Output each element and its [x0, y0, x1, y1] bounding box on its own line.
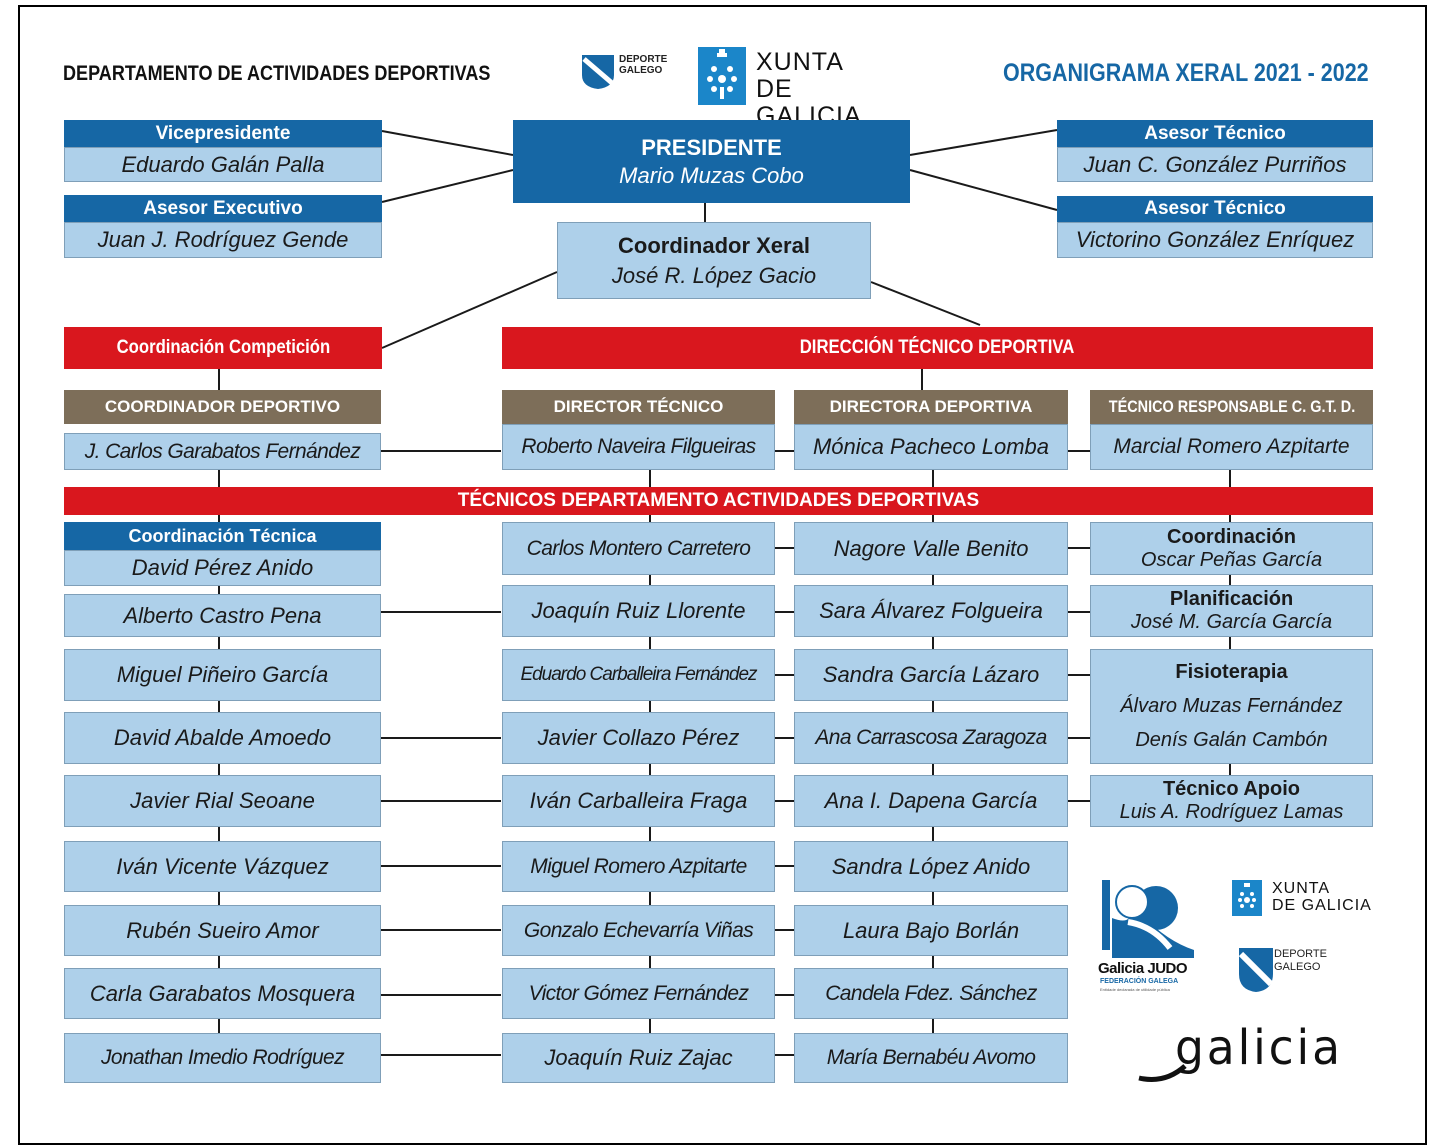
tecnico-apoio-name: Luis A. Rodríguez Lamas	[1119, 801, 1344, 823]
tecnico-responsable-label: TÉCNICO RESPONSABLE C. G.T. D.	[1108, 397, 1355, 416]
presidente-title: PRESIDENTE	[641, 134, 782, 160]
tecnico-responsable-title: TÉCNICO RESPONSABLE C. G.T. D.	[1090, 390, 1373, 424]
judo-emblem-icon	[1102, 880, 1194, 958]
asesor-tecnico-2-name: Victorino González Enríquez	[1057, 222, 1373, 258]
xunta-small-line2: DE GALICIA	[1272, 897, 1372, 914]
col2-name-4: Javier Collazo Pérez	[502, 712, 775, 764]
asesor-executivo-title: Asesor Executivo	[64, 195, 382, 222]
planificacion-title: Planificación	[1169, 588, 1294, 610]
asesor-tecnico-2-title: Asesor Técnico	[1057, 196, 1373, 222]
director-tecnico-title: DIRECTOR TÉCNICO	[502, 390, 775, 424]
coordinador-deportivo-title: COORDINADOR DEPORTIVO	[64, 390, 381, 424]
tecnico-apoio-box: Técnico Apoio Luis A. Rodríguez Lamas	[1090, 775, 1373, 827]
xunta-logo: XUNTA DE GALICIA	[698, 47, 898, 130]
asesor-tecnico-1-name: Juan C. González Purriños	[1057, 147, 1373, 182]
deporte-small-line1: DEPORTE	[1274, 948, 1327, 960]
deporte-galego-logo: DEPORTE GALEGO	[580, 53, 680, 93]
col2-name-1: Carlos Montero Carretero	[502, 522, 775, 575]
col1-name-3: David Abalde Amoedo	[64, 712, 381, 764]
col3-name-2: Sara Álvarez Folgueira	[794, 585, 1068, 637]
vicepresidente-title: Vicepresidente	[64, 120, 382, 147]
col3-name-1: Nagore Valle Benito	[794, 522, 1068, 575]
fisioterapia-box: Fisioterapia Álvaro Muzas Fernández Dení…	[1090, 649, 1373, 764]
col3-name-4: Ana Carrascosa Zaragoza	[794, 712, 1068, 764]
chart-title: ORGANIGRAMA XERAL 2021 - 2022	[1003, 59, 1369, 87]
col2-name-9: Joaquín Ruiz Zajac	[502, 1033, 775, 1083]
coordinador-xeral-box: Coordinador Xeral José R. López Gacio	[557, 222, 871, 299]
coordinacion-competicion-banner: Coordinación Competición	[64, 327, 382, 369]
deporte-galego-logo-small: DEPORTE GALEGO	[1237, 946, 1357, 996]
asesor-tecnico-1-title: Asesor Técnico	[1057, 120, 1373, 147]
col2-name-8: Victor Gómez Fernández	[502, 968, 775, 1019]
col2-name-7: Gonzalo Echevarría Viñas	[502, 905, 775, 956]
col3-name-5: Ana I. Dapena García	[794, 775, 1068, 827]
col3-name-8: Candela Fdez. Sánchez	[794, 968, 1068, 1019]
fisioterapia-name-2: Denís Galán Cambón	[1135, 728, 1328, 751]
col2-name-2: Joaquín Ruiz Llorente	[502, 585, 775, 637]
planificacion-box: Planificación José M. García García	[1090, 585, 1373, 637]
coordinador-deportivo-name: J. Carlos Garabatos Fernández	[64, 433, 381, 470]
xunta-logo-small: XUNTA DE GALICIA	[1232, 880, 1382, 920]
col3-name-7: Laura Bajo Borlán	[794, 905, 1068, 956]
planificacion-name: José M. García García	[1130, 611, 1333, 633]
tecnico-responsable-name: Marcial Romero Azpitarte	[1090, 424, 1373, 470]
directora-deportiva-name: Mónica Pacheco Lomba	[794, 424, 1068, 470]
presidente-box: PRESIDENTE Mario Muzas Cobo	[513, 120, 910, 203]
col1-name-8: Jonathan Imedio Rodríguez	[64, 1033, 381, 1083]
coordinacion-competicion-label: Coordinación Competición	[116, 337, 330, 358]
xunta-logo-line1: XUNTA	[756, 48, 844, 76]
deporte-small-emblem-icon	[1238, 948, 1274, 992]
vicepresidente-name: Eduardo Galán Palla	[64, 147, 382, 182]
tecnicos-banner: TÉCNICOS DEPARTAMENTO ACTIVIDADES DEPORT…	[64, 487, 1373, 515]
col2-name-6: Miguel Romero Azpitarte	[502, 841, 775, 892]
deporte-small-line2: GALEGO	[1274, 961, 1321, 973]
col1-name-1: Alberto Castro Pena	[64, 594, 381, 637]
judo-logo: Galicia JUDO FEDERACIÓN GALEGA Entidade …	[1098, 878, 1208, 996]
col3-name-9: María Bernabéu Avomo	[794, 1033, 1068, 1083]
col2-name-3: Eduardo Carballeira Fernández	[502, 649, 775, 701]
coordinacion-tecnica-name: David Pérez Anido	[64, 550, 381, 586]
col1-name-2: Miguel Piñeiro García	[64, 649, 381, 701]
directora-deportiva-title: DIRECTORA DEPORTIVA	[794, 390, 1068, 424]
xunta-small-shield-icon	[1232, 880, 1262, 916]
xunta-shield-icon	[698, 47, 746, 105]
col2-name-5: Iván Carballeira Fraga	[502, 775, 775, 827]
col1-name-5: Iván Vicente Vázquez	[64, 841, 381, 892]
col1-name-7: Carla Garabatos Mosquera	[64, 968, 381, 1019]
galicia-swoosh-icon	[1138, 1064, 1187, 1082]
coordinador-xeral-title: Coordinador Xeral	[618, 232, 810, 258]
coordinacion-box: Coordinación Oscar Peñas García	[1090, 522, 1373, 575]
deporte-logo-line2: GALEGO	[619, 65, 663, 76]
coordinador-xeral-name: José R. López Gacio	[611, 262, 817, 288]
col1-name-4: Javier Rial Seoane	[64, 775, 381, 827]
fisioterapia-name-1: Álvaro Muzas Fernández	[1120, 694, 1343, 717]
judo-logo-sub: FEDERACIÓN GALEGA	[1100, 978, 1179, 985]
presidente-name: Mario Muzas Cobo	[619, 162, 804, 188]
xunta-small-line1: XUNTA	[1272, 880, 1331, 897]
director-tecnico-name: Roberto Naveira Filgueiras	[502, 424, 775, 470]
col3-name-3: Sandra García Lázaro	[794, 649, 1068, 701]
deporte-galego-emblem-icon	[582, 55, 614, 89]
galicia-logo-text: galicia	[1175, 1020, 1343, 1076]
asesor-executivo-name: Juan J. Rodríguez Gende	[64, 222, 382, 258]
deporte-logo-line1: DEPORTE	[619, 54, 668, 65]
coordinacion-title: Coordinación	[1167, 525, 1296, 548]
galicia-logo: galicia	[1135, 1018, 1340, 1088]
tecnico-apoio-title: Técnico Apoio	[1162, 778, 1301, 800]
col1-name-6: Rubén Sueiro Amor	[64, 905, 381, 956]
fisioterapia-title: Fisioterapia	[1175, 661, 1288, 684]
coordinacion-tecnica-title: Coordinación Técnica	[64, 522, 381, 550]
judo-logo-name: Galicia JUDO	[1098, 960, 1188, 977]
direccion-tecnico-label: DIRECCIÓN TÉCNICO DEPORTIVA	[800, 337, 1075, 358]
coordinacion-name: Oscar Peñas García	[1140, 548, 1323, 571]
direccion-tecnico-banner: DIRECCIÓN TÉCNICO DEPORTIVA	[502, 327, 1373, 369]
judo-logo-small: Entidade declarada de utilidade pública	[1100, 987, 1170, 992]
department-title: DEPARTAMENTO DE ACTIVIDADES DEPORTIVAS	[63, 62, 491, 85]
col3-name-6: Sandra López Anido	[794, 841, 1068, 892]
